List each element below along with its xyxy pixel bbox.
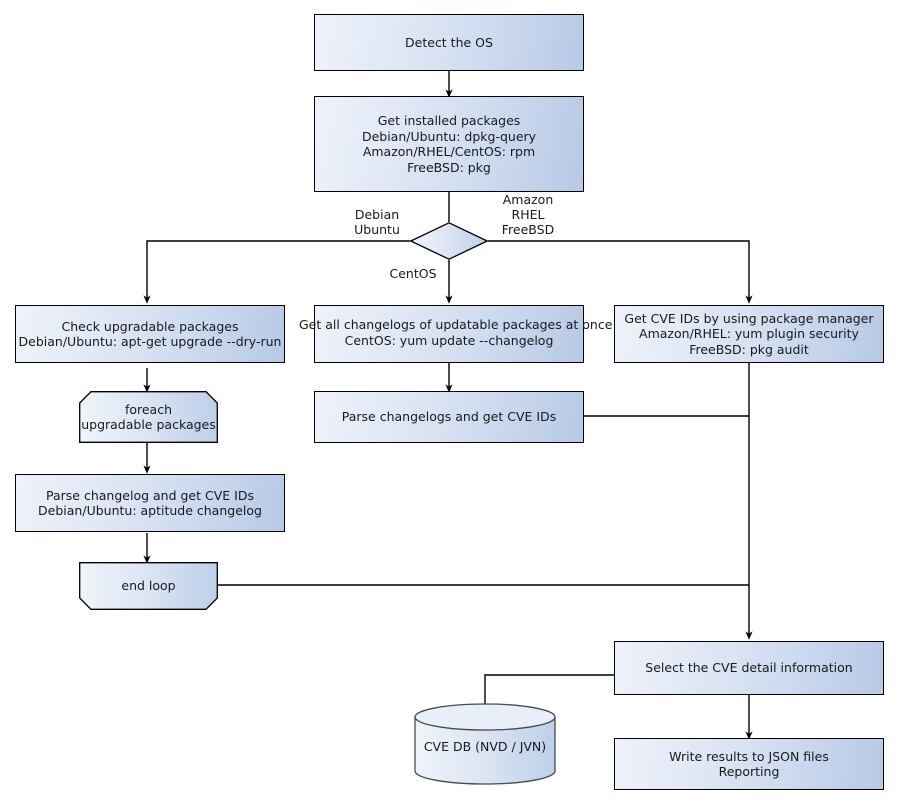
- node-end-loop[interactable]: end loop: [79, 562, 218, 610]
- node-get-all-changelogs-label: Get all changelogs of updatable packages…: [299, 317, 612, 348]
- gip-line-2: Debian/Ubuntu: dpkg-query: [361, 128, 537, 144]
- node-parse-changelogs-centos[interactable]: Parse changelogs and get CVE IDs: [314, 391, 584, 443]
- edge-label-debian: Debian: [354, 207, 400, 222]
- cup-line-1: Check upgradable packages: [61, 318, 239, 334]
- node-write-results[interactable]: Write results to JSON files Reporting: [614, 738, 884, 790]
- node-write-results-label: Write results to JSON files Reporting: [669, 749, 829, 780]
- node-parse-changelogs-centos-label: Parse changelogs and get CVE IDs: [341, 409, 557, 425]
- database-cylinder-shape: [414, 703, 556, 785]
- gac-line-1: Get all changelogs of updatable packages…: [299, 317, 613, 332]
- node-detect-os-label: Detect the OS: [405, 34, 493, 50]
- gac-line-2: CentOS: yum update --changelog: [344, 332, 554, 348]
- node-get-cve-ids-package-manager[interactable]: Get CVE IDs by using package manager Ama…: [614, 305, 884, 363]
- edge-label-ubuntu: Ubuntu: [354, 222, 400, 237]
- foreach-line-1: foreach: [124, 401, 173, 417]
- gcv-line-3: FreeBSD: pkg audit: [689, 341, 809, 357]
- node-os-decision[interactable]: [410, 222, 488, 260]
- node-parse-changelog-debian[interactable]: Parse changelog and get CVE IDs Debian/U…: [15, 474, 285, 532]
- node-detect-os[interactable]: Detect the OS: [314, 14, 584, 71]
- gip-line-3: Amazon/RHEL/CentOS: rpm: [362, 144, 536, 159]
- wr-line-2: Reporting: [718, 764, 780, 779]
- gip-line-4: FreeBSD: pkg: [407, 159, 491, 175]
- edge-label-freebsd: FreeBSD: [501, 222, 555, 237]
- node-foreach-label: foreach upgradable packages: [81, 402, 216, 433]
- pcd-line-1: Parse changelog and get CVE IDs: [46, 487, 254, 503]
- node-cve-db[interactable]: CVE DB (NVD / JVN): [414, 703, 556, 785]
- decision-diamond-shape: [410, 222, 488, 260]
- wr-line-1: Write results to JSON files: [669, 748, 829, 764]
- edge-label-rhel: RHEL: [511, 207, 545, 222]
- node-get-installed-packages-label: Get installed packages Debian/Ubuntu: dp…: [362, 113, 536, 175]
- cup-line-2: Debian/Ubuntu: apt-get upgrade --dry-run: [18, 334, 282, 349]
- pcd-line-2: Debian/Ubuntu: aptitude changelog: [38, 503, 262, 518]
- edge-label-centos: CentOS: [385, 266, 441, 281]
- node-cve-db-label: CVE DB (NVD / JVN): [423, 739, 547, 755]
- node-parse-changelog-debian-label: Parse changelog and get CVE IDs Debian/U…: [38, 488, 262, 519]
- loop-start-shape: [79, 391, 218, 443]
- edge-label-centos-text: CentOS: [389, 266, 437, 281]
- loop-end-shape: [79, 562, 218, 610]
- gip-line-1: Get installed packages: [377, 113, 521, 128]
- gcv-line-2: Amazon/RHEL: yum plugin security: [639, 326, 859, 342]
- node-select-cve-detail[interactable]: Select the CVE detail information: [614, 641, 884, 695]
- node-select-cve-detail-label: Select the CVE detail information: [645, 660, 853, 676]
- edge-label-amazon: Amazon: [502, 192, 554, 207]
- gcv-line-1: Get CVE IDs by using package manager: [624, 310, 874, 326]
- node-get-installed-packages[interactable]: Get installed packages Debian/Ubuntu: dp…: [314, 96, 584, 192]
- foreach-line-2: upgradable packages: [81, 417, 216, 432]
- node-get-all-changelogs[interactable]: [314, 305, 584, 363]
- node-get-cve-ids-label: Get CVE IDs by using package manager Ama…: [624, 311, 873, 358]
- node-check-upgradable-label: Check upgradable packages Debian/Ubuntu:…: [19, 319, 282, 350]
- edge-label-debian-ubuntu: Debian Ubuntu: [345, 207, 409, 237]
- node-end-loop-label: end loop: [121, 578, 176, 594]
- edge-label-amazon-rhel-freebsd: Amazon RHEL FreeBSD: [492, 192, 564, 237]
- node-check-upgradable-packages[interactable]: Check upgradable packages Debian/Ubuntu:…: [15, 305, 285, 363]
- node-foreach-upgradable-packages[interactable]: foreach upgradable packages: [79, 391, 218, 443]
